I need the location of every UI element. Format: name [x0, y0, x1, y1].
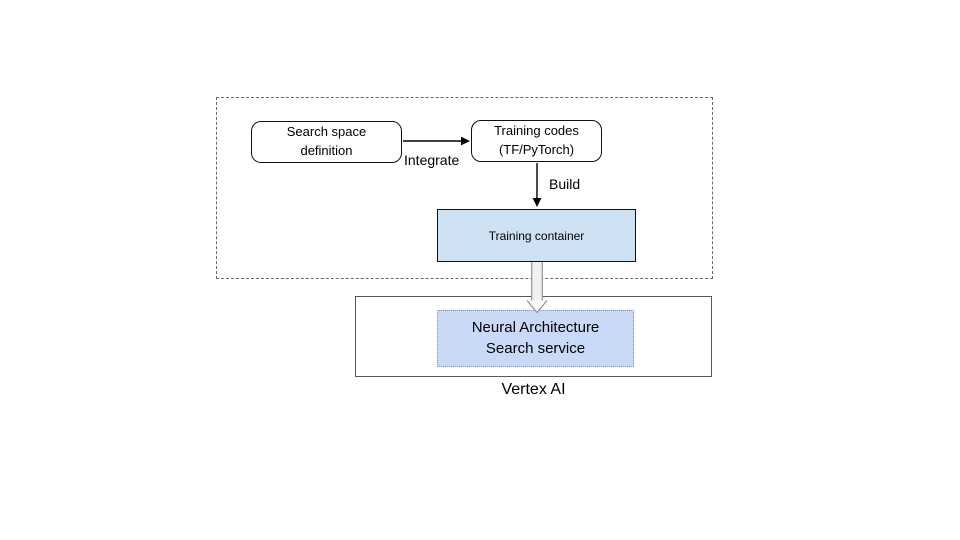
node-neural-architecture-search-service: Neural Architecture Search service: [437, 310, 634, 367]
node-training-container: Training container: [437, 209, 636, 262]
training-group-outline: [216, 97, 713, 279]
edge-label-integrate: Integrate: [404, 152, 460, 168]
node-search-space-definition: Search space definition: [251, 121, 402, 163]
node-training-codes: Training codes (TF/PyTorch): [471, 120, 602, 162]
edge-label-build: Build: [549, 176, 581, 192]
vertex-ai-caption: Vertex AI: [501, 381, 566, 398]
